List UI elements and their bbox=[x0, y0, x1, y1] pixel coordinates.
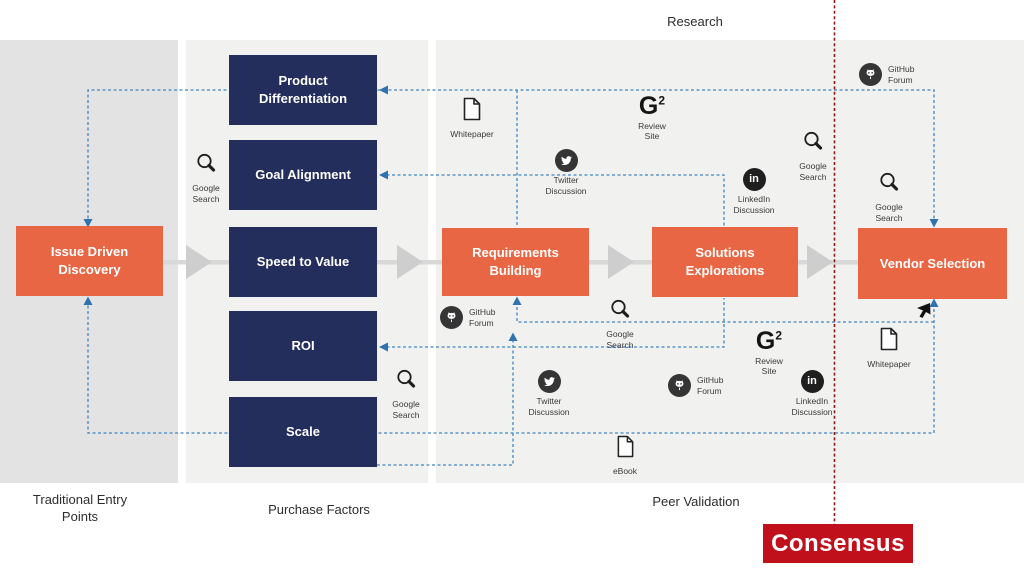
icon-label: Twitter Discussion bbox=[528, 396, 570, 417]
box-roi: ROI bbox=[229, 311, 377, 381]
arrow-left-icon bbox=[379, 85, 388, 95]
icon-label: LinkedIn Discussion bbox=[791, 396, 833, 417]
google-search-icon bbox=[394, 367, 418, 396]
box-requirements-building: Requirements Building bbox=[442, 228, 589, 296]
arrow-up-icon bbox=[512, 296, 522, 305]
whitepaper-icon bbox=[462, 97, 482, 126]
icon-group-google-search-4: Google Search bbox=[590, 297, 650, 350]
flow-arrow-icon bbox=[807, 245, 833, 279]
google-search-icon bbox=[877, 170, 901, 199]
ebook-icon bbox=[616, 435, 635, 463]
icon-label: Whitepaper bbox=[867, 359, 911, 369]
icon-group-twitter-1: Twitter Discussion bbox=[536, 149, 596, 196]
icon-group-review-site-1: G2 Review Site bbox=[622, 92, 682, 142]
flow-arrow-icon bbox=[186, 245, 212, 279]
consensus-badge: Consensus bbox=[763, 524, 913, 563]
linkedin-icon: in bbox=[742, 168, 766, 191]
google-search-icon bbox=[801, 129, 825, 158]
arrow-down-icon bbox=[929, 219, 939, 228]
icon-label: GitHub Forum bbox=[697, 374, 724, 396]
icon-group-google-search-2: Google Search bbox=[783, 129, 843, 182]
arrow-down-icon bbox=[83, 219, 93, 228]
icon-group-whitepaper-2: Whitepaper bbox=[859, 327, 919, 370]
icon-label: Review Site bbox=[755, 355, 783, 377]
github-icon bbox=[668, 374, 691, 397]
icon-group-github-forum-1: GitHub Forum bbox=[859, 63, 914, 86]
flow-arrow-icon bbox=[397, 245, 423, 279]
arrow-up-icon bbox=[508, 332, 518, 341]
box-scale: Scale bbox=[229, 397, 377, 467]
github-icon bbox=[859, 63, 882, 86]
icon-label: Google Search bbox=[392, 399, 420, 420]
icon-group-review-site-2: G2 Review Site bbox=[739, 327, 799, 377]
linkedin-icon: in bbox=[800, 370, 824, 393]
arrow-up-icon bbox=[929, 298, 939, 307]
arrow-left-icon bbox=[379, 342, 388, 352]
icon-label: Review Site bbox=[638, 120, 666, 142]
icon-group-github-forum-3: GitHub Forum bbox=[668, 374, 723, 397]
icon-label: Google Search bbox=[606, 329, 634, 350]
box-solutions-explorations: Solutions Explorations bbox=[652, 227, 798, 297]
icon-label: Google Search bbox=[875, 202, 903, 223]
google-search-icon bbox=[194, 151, 218, 180]
icon-group-linkedin-2: in LinkedIn Discussion bbox=[782, 370, 842, 417]
feedback-connectors bbox=[87, 89, 935, 466]
icon-group-linkedin-1: in LinkedIn Discussion bbox=[724, 168, 784, 215]
icon-group-google-search-3: Google Search bbox=[859, 170, 919, 223]
box-issue-driven-discovery: Issue Driven Discovery bbox=[16, 226, 163, 296]
icon-label: Twitter Discussion bbox=[545, 175, 587, 196]
twitter-icon bbox=[554, 149, 578, 172]
flow-arrow-icon bbox=[608, 245, 634, 279]
whitepaper-icon bbox=[879, 327, 899, 356]
label-peer-validation: Peer Validation bbox=[652, 494, 740, 509]
google-search-icon bbox=[608, 297, 632, 326]
arrow-up-icon bbox=[83, 296, 93, 305]
icon-group-google-search-5: Google Search bbox=[376, 367, 436, 420]
icon-label: LinkedIn Discussion bbox=[733, 194, 775, 215]
icon-group-twitter-2: Twitter Discussion bbox=[519, 370, 579, 417]
box-goal-alignment: Goal Alignment bbox=[229, 140, 377, 210]
icon-group-github-forum-2: GitHub Forum bbox=[440, 306, 495, 329]
box-speed-to-value: Speed to Value bbox=[229, 227, 377, 297]
arrow-left-icon bbox=[379, 170, 388, 180]
g2-review-icon: G2 bbox=[755, 327, 783, 355]
github-icon bbox=[440, 306, 463, 329]
icon-label: Google Search bbox=[192, 183, 220, 204]
icon-label: Google Search bbox=[799, 161, 827, 182]
label-traditional-entry-points: Traditional Entry Points bbox=[32, 492, 128, 524]
g2-review-icon: G2 bbox=[638, 92, 666, 120]
connector-arrowheads bbox=[83, 85, 939, 352]
icon-group-ebook: eBook bbox=[595, 435, 655, 477]
icon-group-whitepaper-1: Whitepaper bbox=[442, 97, 502, 140]
icon-label: Whitepaper bbox=[450, 129, 494, 139]
icon-group-google-search-1: Google Search bbox=[176, 151, 236, 204]
icon-label: GitHub Forum bbox=[469, 306, 496, 328]
twitter-icon bbox=[537, 370, 561, 393]
flow-arrows bbox=[163, 245, 858, 279]
mouse-cursor-icon bbox=[917, 303, 931, 318]
label-purchase-factors: Purchase Factors bbox=[268, 502, 370, 517]
icon-label: GitHub Forum bbox=[888, 63, 915, 85]
box-vendor-selection: Vendor Selection bbox=[858, 228, 1007, 299]
box-product-differentiation: Product Differentiation bbox=[229, 55, 377, 125]
label-research: Research bbox=[667, 14, 723, 29]
icon-label: eBook bbox=[612, 466, 638, 476]
